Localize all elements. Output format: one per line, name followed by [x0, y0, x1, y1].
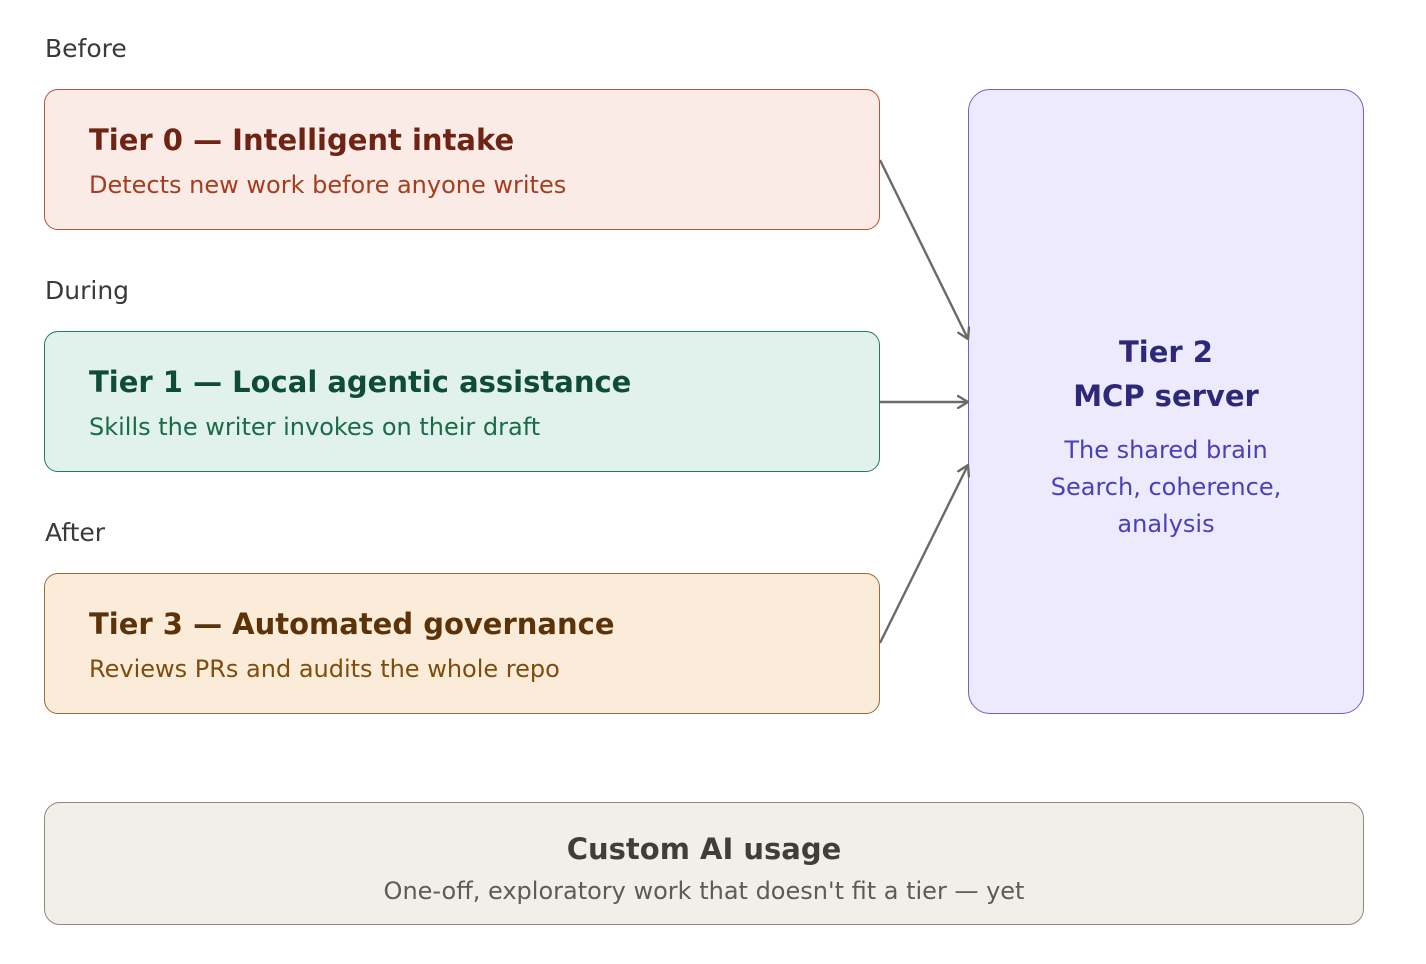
tier-2-description: The shared brain Search, coherence, anal…: [989, 432, 1343, 543]
custom-ai-usage-box: Custom AI usage One-off, exploratory wor…: [44, 802, 1364, 925]
tier-1-title: Tier 1 — Local agentic assistance: [89, 365, 632, 399]
tier-1-box: Tier 1 — Local agentic assistance Skills…: [44, 331, 880, 472]
tier-3-title: Tier 3 — Automated governance: [89, 607, 615, 641]
tier-3-description: Reviews PRs and audits the whole repo: [89, 655, 560, 683]
tier-3-box: Tier 3 — Automated governance Reviews PR…: [44, 573, 880, 714]
custom-ai-usage-title: Custom AI usage: [566, 832, 842, 866]
tier-2-desc-line-3: analysis: [1117, 510, 1215, 538]
tier-0-description: Detects new work before anyone writes: [89, 171, 567, 199]
tier-2-desc-line-1: The shared brain: [1064, 436, 1268, 464]
tier-0-title: Tier 0 — Intelligent intake: [89, 123, 515, 157]
tier-2-desc-line-2: Search, coherence,: [1050, 473, 1282, 501]
arrow-tier0-to-tier2: [878, 159, 968, 339]
tier-2-title-line-2: MCP server: [1073, 379, 1259, 413]
phase-label-after: After: [45, 518, 106, 547]
tier-2-title: Tier 2 MCP server: [969, 330, 1363, 418]
custom-ai-usage-description: One-off, exploratory work that doesn't f…: [383, 877, 1025, 905]
tier-2-box: Tier 2 MCP server The shared brain Searc…: [968, 89, 1364, 714]
tier-0-box: Tier 0 — Intelligent intake Detects new …: [44, 89, 880, 230]
tier-1-description: Skills the writer invokes on their draft: [89, 413, 541, 441]
phase-label-during: During: [45, 276, 130, 305]
arrow-tier3-to-tier2: [878, 465, 968, 644]
tier-2-title-line-1: Tier 2: [1119, 335, 1213, 369]
phase-label-before: Before: [45, 34, 127, 63]
